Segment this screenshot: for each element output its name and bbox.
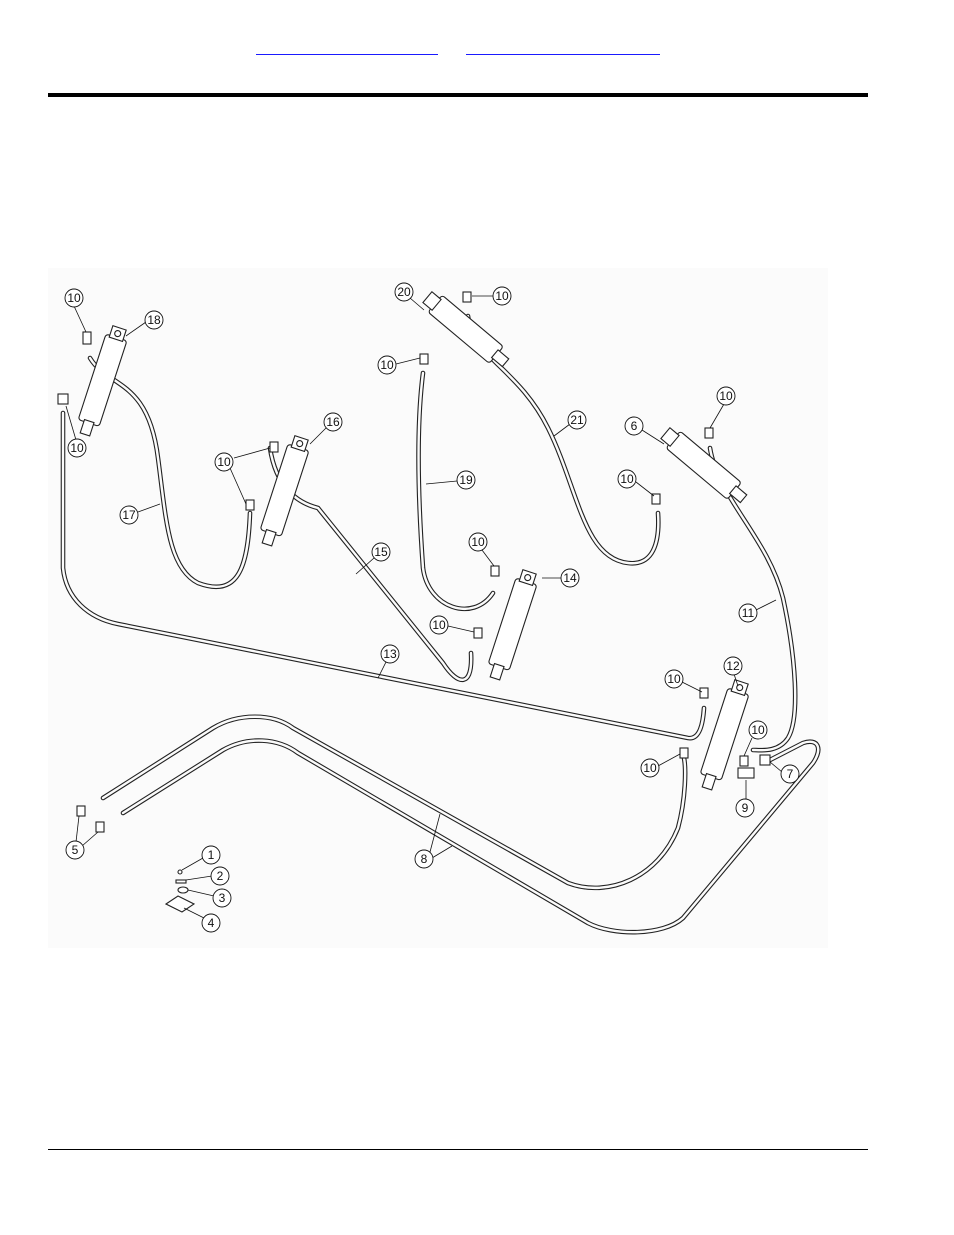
callout-16: 16	[310, 413, 342, 444]
svg-text:10: 10	[471, 535, 485, 549]
svg-text:4: 4	[208, 916, 215, 930]
svg-text:5: 5	[72, 843, 79, 857]
callout-14: 14	[542, 569, 579, 587]
callout-6: 6	[625, 417, 664, 444]
svg-text:3: 3	[219, 891, 226, 905]
svg-text:9: 9	[742, 801, 749, 815]
top-link-left[interactable]	[256, 38, 438, 55]
cylinder-14	[484, 568, 540, 681]
callout-10: 10	[665, 670, 702, 692]
fitting-7	[760, 755, 770, 765]
callout-10: 10	[618, 470, 654, 496]
callouts: 10 18 10 17 10 16 15	[65, 283, 799, 932]
callout-10: 10	[469, 533, 494, 566]
svg-text:10: 10	[380, 358, 394, 372]
fitting-10-l	[740, 756, 748, 766]
svg-text:15: 15	[374, 545, 388, 559]
hose-8-upper	[103, 717, 685, 888]
svg-text:21: 21	[570, 413, 584, 427]
callout-10: 10	[430, 616, 474, 634]
callout-21: 21	[554, 411, 586, 436]
fitting-9	[738, 768, 754, 778]
svg-text:10: 10	[620, 472, 634, 486]
callout-13: 13	[378, 645, 399, 678]
callout-17: 17	[120, 504, 160, 524]
svg-text:2: 2	[217, 869, 224, 883]
callout-4: 4	[184, 908, 220, 932]
svg-text:20: 20	[397, 285, 411, 299]
callout-9: 9	[736, 780, 754, 817]
callout-7: 7	[770, 762, 799, 783]
svg-text:10: 10	[67, 291, 81, 305]
callout-10: 10	[215, 448, 270, 504]
callout-2: 2	[186, 867, 229, 885]
svg-text:16: 16	[326, 415, 340, 429]
callout-1: 1	[182, 846, 220, 870]
top-link-right[interactable]	[466, 38, 660, 55]
fitting-10-e	[463, 292, 471, 302]
svg-text:19: 19	[459, 473, 473, 487]
fitting-10-m	[680, 748, 688, 758]
svg-text:12: 12	[726, 659, 740, 673]
footer-rule	[48, 1149, 868, 1150]
svg-text:13: 13	[383, 647, 397, 661]
callout-10: 10	[378, 356, 420, 374]
fitting-5-a	[77, 806, 85, 816]
svg-text:10: 10	[719, 389, 733, 403]
fitting-10-b	[58, 394, 68, 404]
fitting-10-g	[491, 566, 499, 576]
fitting-10-c	[270, 442, 278, 452]
svg-text:10: 10	[217, 455, 231, 469]
svg-text:10: 10	[495, 289, 509, 303]
svg-text:1: 1	[208, 848, 215, 862]
svg-text:10: 10	[432, 618, 446, 632]
svg-text:6: 6	[631, 419, 638, 433]
callout-5: 5	[66, 816, 98, 859]
svg-text:10: 10	[643, 761, 657, 775]
callout-11: 11	[739, 600, 776, 622]
callout-10: 10	[65, 289, 86, 332]
callout-10: 10	[641, 754, 680, 777]
svg-text:14: 14	[563, 571, 577, 585]
cylinder-16	[256, 434, 312, 547]
svg-text:10: 10	[667, 672, 681, 686]
fitting-10-h	[474, 628, 482, 638]
hardware-1-4	[166, 870, 194, 912]
hose-19	[418, 373, 493, 609]
callout-10: 10	[710, 387, 735, 428]
hydraulic-parts-diagram: 10 18 10 17 10 16 15	[48, 268, 828, 948]
fitting-10-i	[705, 428, 713, 438]
fitting-10-d	[246, 500, 254, 510]
callout-20: 20	[395, 283, 424, 310]
callout-10: 10	[472, 287, 511, 305]
fitting-10-f	[420, 354, 428, 364]
fitting-10-k	[700, 688, 708, 698]
svg-text:18: 18	[147, 313, 161, 327]
header-rule	[48, 93, 868, 97]
svg-text:10: 10	[751, 723, 765, 737]
svg-text:11: 11	[742, 606, 755, 620]
cylinders	[74, 289, 752, 792]
svg-text:10: 10	[70, 441, 84, 455]
svg-text:7: 7	[787, 767, 794, 781]
fitting-5-b	[96, 822, 104, 832]
callout-19: 19	[426, 471, 475, 489]
callout-18: 18	[126, 311, 163, 336]
fitting-10-a	[83, 332, 91, 344]
svg-text:17: 17	[122, 508, 136, 522]
svg-text:8: 8	[421, 852, 428, 866]
hose-17	[90, 358, 250, 587]
